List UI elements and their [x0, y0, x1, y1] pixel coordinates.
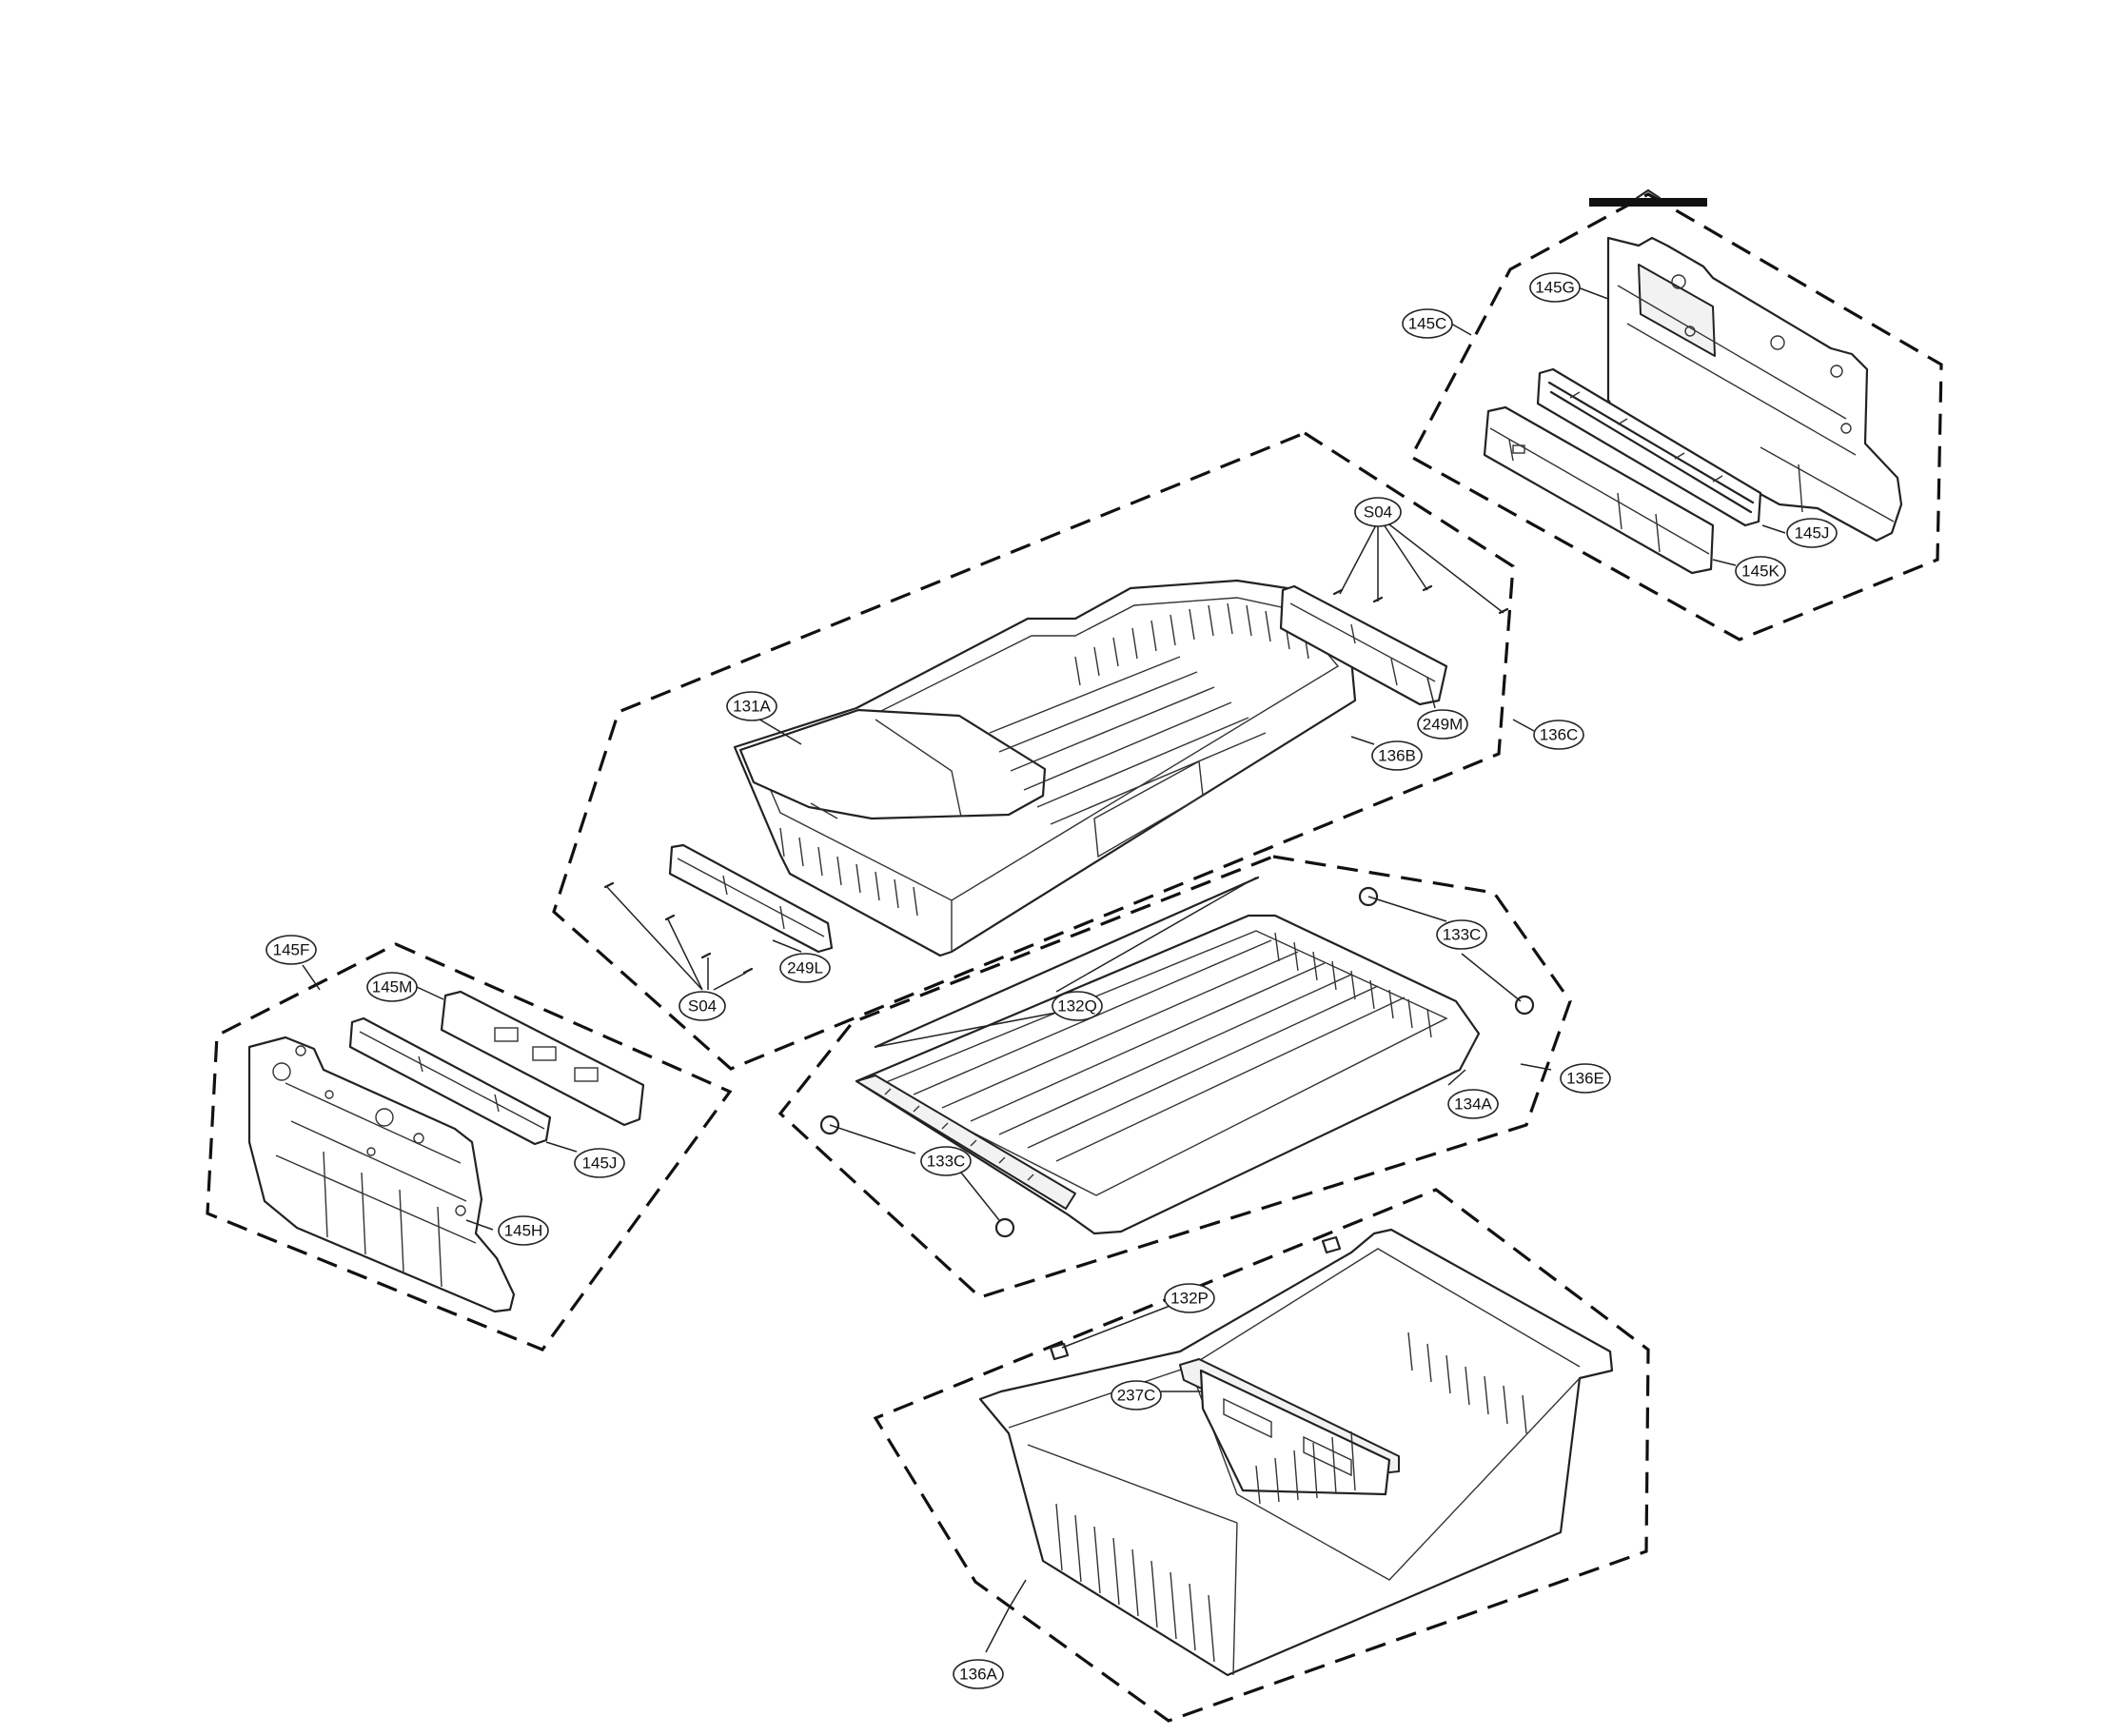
- callout-label: 145J: [1795, 524, 1830, 542]
- callout-s04-bottom: S04: [678, 991, 726, 1021]
- callout-145k: 145K: [1735, 556, 1786, 586]
- callout-249l: 249L: [779, 953, 831, 983]
- callout-132p: 132P: [1164, 1283, 1215, 1313]
- basket-136a: [978, 1228, 1614, 1677]
- callout-label: S04: [1364, 503, 1392, 522]
- tray-134a: [855, 914, 1481, 1235]
- callout-label: S04: [688, 997, 717, 1016]
- outline-136c: [552, 431, 1515, 1071]
- bracket-145g: [1606, 236, 1903, 542]
- callout-145g: 145G: [1529, 272, 1581, 303]
- callout-label: 237C: [1117, 1387, 1156, 1405]
- callout-label: 249L: [787, 959, 823, 977]
- callout-label: 132Q: [1057, 997, 1097, 1016]
- callout-label: 145C: [1408, 315, 1447, 333]
- outline-136a: [873, 1188, 1650, 1723]
- callout-145j-left: 145J: [574, 1148, 625, 1178]
- outline-145f: [206, 942, 733, 1351]
- orientation-bar: [1589, 188, 1707, 207]
- cover-145m: [440, 990, 645, 1127]
- callout-136e: 136E: [1560, 1063, 1611, 1094]
- rail-145j-left: [348, 1016, 552, 1146]
- rail-145j-top: [1536, 367, 1762, 527]
- rail-249m: [1279, 584, 1448, 706]
- callout-label: 145H: [504, 1222, 543, 1240]
- callout-label: 145M: [372, 978, 413, 996]
- callout-136b: 136B: [1371, 740, 1423, 771]
- bracket-145h: [247, 1036, 516, 1313]
- callout-label: 136B: [1378, 747, 1416, 765]
- callout-label: 136A: [959, 1666, 997, 1684]
- callout-label: 145F: [273, 941, 310, 959]
- callout-134a: 134A: [1447, 1089, 1499, 1119]
- callout-label: 145K: [1741, 562, 1780, 581]
- callout-136a: 136A: [953, 1659, 1004, 1689]
- outline-145c: [1408, 192, 1943, 641]
- callout-133c-top: 133C: [1436, 919, 1487, 950]
- assembly-outlines: [206, 192, 1943, 1723]
- callout-133c-bottom: 133C: [920, 1146, 972, 1176]
- rail-249l: [668, 843, 834, 954]
- leader-lines: [302, 286, 1786, 1653]
- callout-label: 145J: [582, 1154, 618, 1173]
- rods-132q: [874, 876, 1260, 1049]
- callout-label: 145G: [1535, 279, 1575, 297]
- callout-label: 134A: [1454, 1095, 1492, 1114]
- callout-237c: 237C: [1111, 1380, 1162, 1410]
- callout-label: 133C: [927, 1153, 966, 1171]
- callout-145h: 145H: [498, 1215, 549, 1246]
- callout-label: 136E: [1566, 1070, 1604, 1088]
- callout-label: 136C: [1540, 726, 1579, 744]
- callout-249m: 249M: [1417, 709, 1468, 740]
- outline-136e: [777, 855, 1572, 1299]
- callout-label: 131A: [733, 698, 771, 716]
- callout-132q: 132Q: [1052, 991, 1103, 1021]
- callout-136c: 136C: [1533, 720, 1584, 750]
- callout-label: 133C: [1443, 926, 1482, 944]
- callout-145c: 145C: [1402, 308, 1453, 339]
- cover-145k: [1483, 405, 1715, 575]
- callout-131a: 131A: [726, 691, 777, 721]
- callout-145m: 145M: [366, 972, 418, 1002]
- callout-145f: 145F: [265, 935, 317, 965]
- callout-label: 132P: [1170, 1290, 1209, 1308]
- callout-s04-top: S04: [1354, 497, 1402, 527]
- callout-145j-top: 145J: [1786, 518, 1838, 548]
- callout-label: 249M: [1423, 716, 1464, 734]
- drawer-136b: [733, 579, 1357, 957]
